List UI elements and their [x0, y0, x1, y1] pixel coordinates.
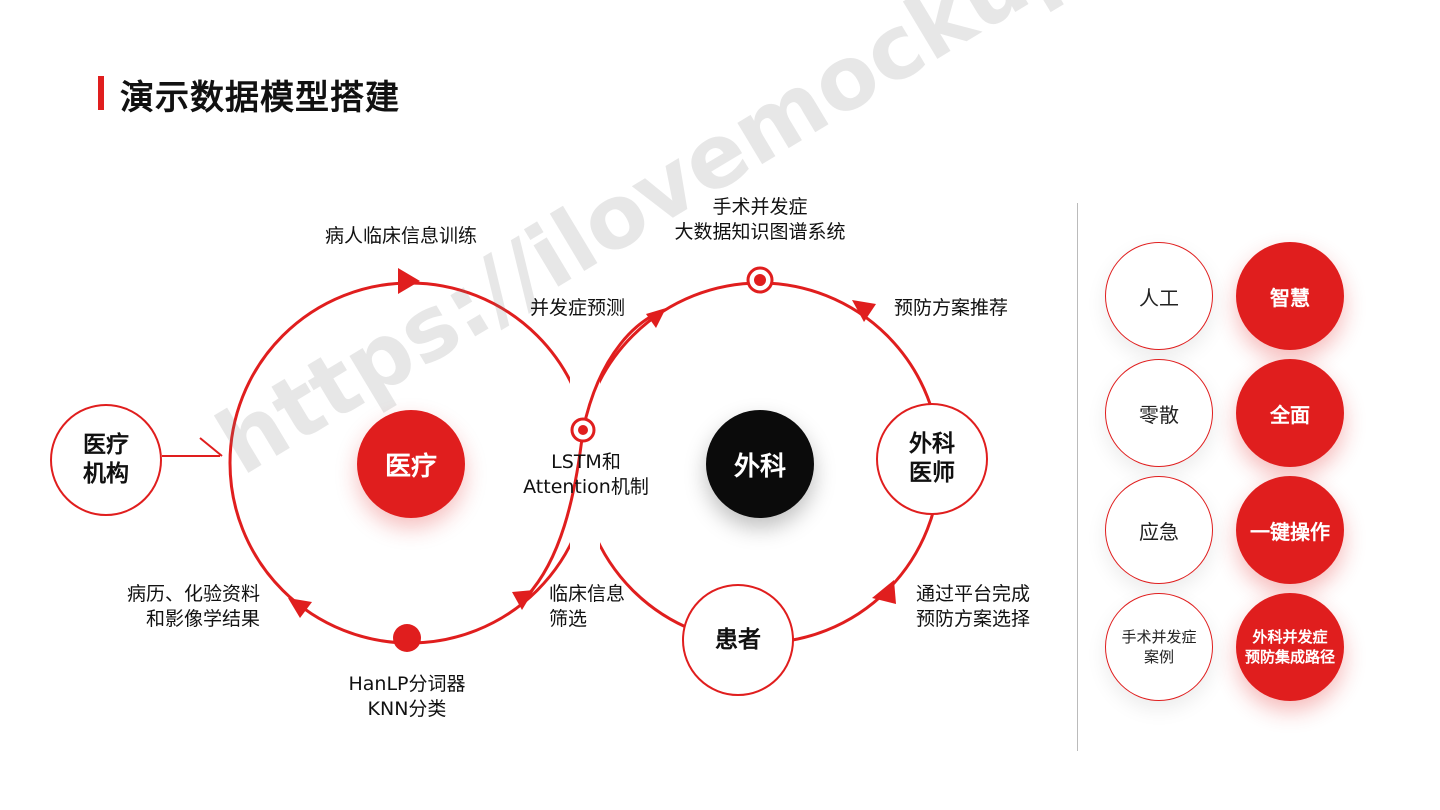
- arrow-bottom-left: [288, 598, 312, 618]
- arrow-top-right: [852, 300, 876, 322]
- node-surgeon: 外科 医师: [876, 403, 988, 515]
- label-clinical-filter: 临床信息 筛选: [549, 583, 626, 630]
- label-platform-choose: 通过平台完成 预防方案选择: [916, 583, 1031, 630]
- arrow-top-left: [398, 268, 420, 294]
- arrow-bottom-right: [512, 590, 534, 610]
- node-patient: 患者: [682, 584, 794, 696]
- node-medical-institution: 医疗 机构: [50, 404, 162, 516]
- marker-graph-dot: [754, 274, 766, 286]
- compare-after-1: 智慧: [1236, 242, 1344, 350]
- marker-lstm-dot: [578, 425, 588, 435]
- compare-after-4: 外科并发症 预防集成路径: [1236, 593, 1344, 701]
- title-accent-bar: [98, 76, 104, 110]
- label-clinical-training: 病人临床信息训练: [325, 225, 478, 247]
- compare-after-3: 一键操作: [1236, 476, 1344, 584]
- compare-before-1: 人工: [1105, 242, 1213, 350]
- label-complication-prediction: 并发症预测: [530, 297, 626, 319]
- compare-before-3: 应急: [1105, 476, 1213, 584]
- section-divider: [1077, 203, 1078, 751]
- label-records: 病历、化验资料 和影像学结果: [126, 583, 260, 630]
- arrow-right-lower: [872, 580, 896, 604]
- compare-before-4: 手术并发症 案例: [1105, 593, 1213, 701]
- compare-after-2: 全面: [1236, 359, 1344, 467]
- label-knowledge-graph: 手术并发症 大数据知识图谱系统: [674, 196, 846, 243]
- label-hanlp: HanLP分词器 KNN分类: [348, 673, 466, 720]
- compare-before-2: 零散: [1105, 359, 1213, 467]
- page-title: 演示数据模型搭建: [120, 78, 400, 118]
- overlap-mask: [570, 300, 600, 630]
- marker-hanlp: [393, 624, 421, 652]
- connector-curve-lower: [525, 429, 585, 598]
- node-medical-center: 医疗: [357, 410, 465, 518]
- institution-arrowhead: [199, 437, 223, 457]
- label-lstm: LSTM和 Attention机制: [523, 451, 649, 498]
- node-surgery-center: 外科: [706, 410, 814, 518]
- label-prevention-recommend: 预防方案推荐: [894, 297, 1009, 319]
- arrow-connector: [646, 308, 666, 328]
